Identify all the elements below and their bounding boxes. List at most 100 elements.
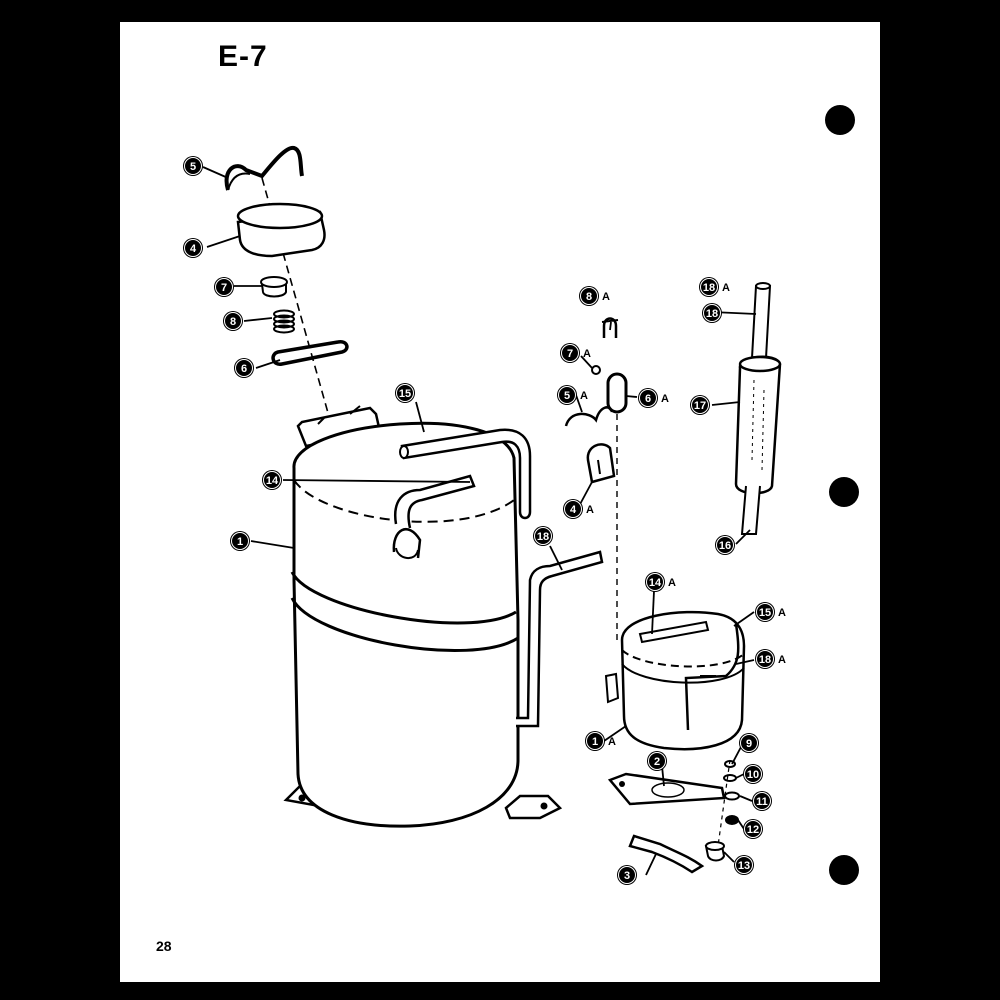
callout-12: 12	[743, 819, 763, 839]
callout-number: 18	[759, 654, 771, 666]
callout-number: 17	[694, 400, 706, 412]
callout-circle	[734, 855, 754, 875]
callout-circle	[563, 499, 583, 519]
callout-circle	[234, 358, 254, 378]
callout-number: 9	[746, 738, 752, 750]
terminal-cover-part	[236, 202, 326, 258]
page-title: E-7	[218, 40, 268, 73]
callout-circle	[755, 602, 775, 622]
callout-number: 18	[706, 308, 718, 320]
callout-number: 12	[747, 824, 759, 836]
callout-circle	[638, 388, 658, 408]
callout-circle	[223, 311, 243, 331]
callout-13: 13	[734, 855, 754, 875]
callout-number: 6	[645, 393, 651, 405]
callout-number: 7	[567, 348, 573, 360]
callout-16: 16	[715, 535, 735, 555]
callout-number: 1	[237, 536, 243, 548]
callout-number: 14	[649, 577, 662, 589]
leader-lines	[202, 166, 757, 876]
callout-circle	[183, 156, 203, 176]
callout-11: 11	[752, 791, 772, 811]
mounting-hardware-stack	[704, 759, 740, 862]
callout-9: 9	[739, 733, 759, 753]
callout-number: 8	[230, 316, 236, 328]
callout-15: 15	[395, 383, 415, 403]
callout-number: 7	[221, 282, 227, 294]
callout-2: 2	[647, 751, 667, 771]
callout-number: 1	[592, 736, 598, 748]
callout-number: 16	[719, 540, 731, 552]
callout-suffix: A	[778, 654, 786, 666]
plug-7a-part	[591, 365, 601, 375]
callout-suffix: A	[602, 291, 610, 303]
callout-18: 18	[533, 526, 553, 546]
callout-circle	[557, 385, 577, 405]
callout-circle	[585, 731, 605, 751]
suction-line-part	[516, 550, 604, 728]
terminal-cover-4a-part	[586, 443, 616, 484]
compressor-body	[283, 405, 563, 828]
callout-suffix: A	[580, 390, 588, 402]
callout-number: 4	[190, 243, 197, 255]
callout-number: 15	[399, 388, 411, 400]
callout-7: 7	[214, 277, 234, 297]
callout-number: 5	[564, 390, 570, 402]
base-plate-part	[607, 772, 726, 806]
callout-number: 14	[266, 475, 279, 487]
callout-4: 4	[183, 238, 203, 258]
callout-number: 10	[747, 769, 759, 781]
callout-circle	[533, 526, 553, 546]
callout-number: 8	[586, 291, 592, 303]
callout-circle	[755, 649, 775, 669]
process-tube-part	[400, 428, 532, 520]
callout-circle	[647, 751, 667, 771]
callout-circle	[743, 819, 763, 839]
callout-10: 10	[743, 764, 763, 784]
plug-part	[260, 276, 288, 298]
wire-clip-part	[224, 145, 304, 191]
callout-circle	[262, 470, 282, 490]
callout-18: 18	[702, 303, 722, 323]
callout-number: 4	[570, 504, 577, 516]
callout-circle	[739, 733, 759, 753]
clip-8a-part	[601, 317, 619, 338]
gasket-part	[271, 340, 349, 366]
callout-circle	[743, 764, 763, 784]
callout-circle	[715, 535, 735, 555]
callout-18a: 18 A	[755, 649, 786, 669]
callout-suffix: A	[608, 736, 616, 748]
callout-circle	[579, 286, 599, 306]
callout-circle	[214, 277, 234, 297]
callout-circle	[752, 791, 772, 811]
page-number: 28	[156, 938, 172, 954]
callout-number: 13	[738, 860, 750, 872]
callout-number: 5	[190, 161, 196, 173]
muffler-part	[734, 282, 782, 535]
callout-14: 14	[262, 470, 282, 490]
callout-8: 8	[223, 311, 243, 331]
callout-suffix: A	[722, 282, 730, 294]
callout-number: 6	[241, 363, 247, 375]
bracket-part	[628, 834, 705, 874]
callout-5: 5	[183, 156, 203, 176]
callout-number: 2	[654, 756, 660, 768]
compressor-1a-body	[604, 610, 746, 751]
callout-number: 18	[537, 531, 549, 543]
callout-suffix: A	[661, 393, 669, 405]
discharge-tube-part	[393, 474, 476, 529]
callout-number: 3	[624, 870, 630, 882]
spring-part	[273, 309, 295, 334]
spring-clip-5a-part	[564, 406, 614, 427]
callout-number: 15	[759, 607, 771, 619]
